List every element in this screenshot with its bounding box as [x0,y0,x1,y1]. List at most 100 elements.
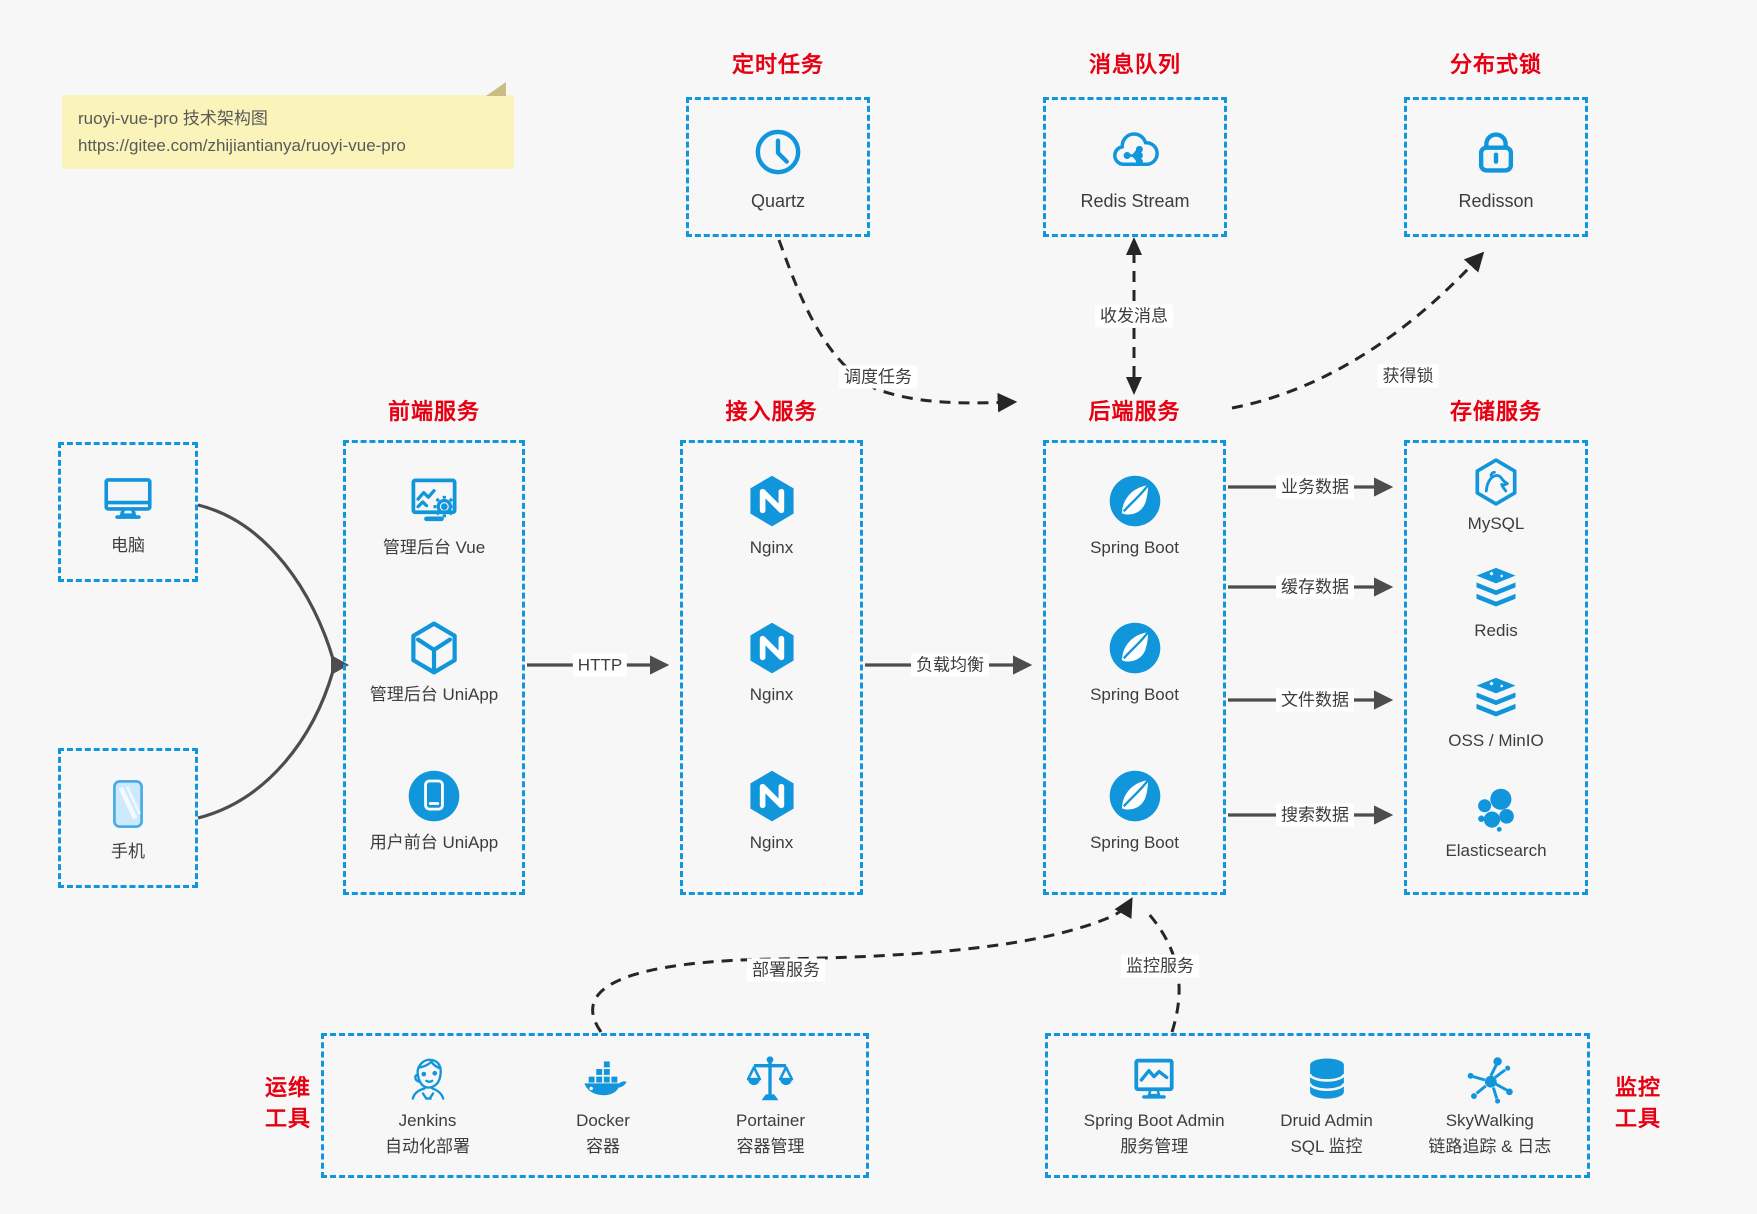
spring-boot-admin-label: Spring Boot Admin [1083,1110,1225,1130]
monitor-edge-label: 监控服务 [1121,954,1199,978]
desktop-icon [99,469,157,527]
sticky-note: ruoyi-vue-pro 技术架构图 https://gitee.com/zh… [62,82,514,169]
group-title-distributed-lock: 分布式锁 [1449,52,1542,77]
nginx-icon [742,766,802,826]
spring-boot-label: Spring Boot [1090,685,1179,704]
docker-icon [576,1053,630,1107]
docker-item: Docker 容器 [576,1053,630,1159]
schedule-task-curve [777,239,1018,413]
admin-uniapp-label: 管理后台 UniApp [369,685,499,704]
ops-tools-title: 运维 工具 [250,1072,326,1134]
docker-label: Docker [576,1110,630,1130]
gateway-column-box: Nginx Nginx Nginx [680,440,863,895]
http-edge-label: HTTP [572,653,628,677]
nginx-label: Nginx [749,833,794,852]
smartphone-icon [99,775,157,833]
group-title-scheduled-tasks: 定时任务 [731,52,824,77]
portainer-item: Portainer 容器管理 [736,1053,805,1159]
portainer-icon [743,1053,797,1107]
note-title: ruoyi-vue-pro 技术架构图 [78,109,268,128]
clock-icon [750,124,806,180]
skywalking-sublabel: 链路追踪 & 日志 [1428,1136,1552,1156]
load-balance-edge-label: 负载均衡 [911,653,989,677]
schedule-edge-label: 调度任务 [839,365,917,389]
column-title-gateway: 接入服务 [725,399,818,424]
spring-icon [1105,766,1165,826]
spring-boot-label: Spring Boot [1090,538,1179,557]
jenkins-sublabel: 自动化部署 [385,1136,470,1156]
quartz-box: Quartz [686,97,870,237]
file-data-edge-label: 文件数据 [1276,688,1354,712]
nginx-icon [742,618,802,678]
druid-icon [1300,1053,1354,1107]
spring-boot-admin-sublabel: 服务管理 [1120,1136,1189,1156]
backend-column-box: Spring Boot Spring Boot Spring Boot [1043,440,1226,895]
portainer-sublabel: 容器管理 [736,1136,805,1156]
redisson-box: Redisson [1404,97,1588,237]
storage-column-box: MySQL Redis [1404,440,1588,895]
quartz-label: Quartz [750,190,806,211]
cache-data-edge-label: 缓存数据 [1276,575,1354,599]
druid-label: Druid Admin [1280,1110,1373,1130]
ops-tools-title-line1: 运维 [264,1075,311,1100]
user-uniapp-label: 用户前台 UniApp [369,833,499,852]
oss-stack-icon [1470,673,1522,725]
business-data-edge-label: 业务数据 [1276,475,1354,499]
redis-label: Redis [1474,621,1518,640]
spring-boot-admin-icon [1127,1053,1181,1107]
monitor-tools-box: Spring Boot Admin 服务管理 Druid Admin SQL 监… [1045,1033,1590,1178]
message-down-arrowhead [1126,377,1142,395]
column-title-storage: 存储服务 [1449,399,1542,424]
skywalking-icon [1463,1053,1517,1107]
monitor-tools-title-line2: 工具 [1614,1106,1661,1131]
note-url: https://gitee.com/zhijiantianya/ruoyi-vu… [78,136,406,155]
redis-stack-icon [1470,563,1522,615]
jenkins-icon [401,1053,455,1107]
portainer-label: Portainer [736,1110,805,1130]
skywalking-item: SkyWalking 链路追踪 & 日志 [1428,1053,1551,1159]
client-merge-arrowhead [331,655,349,675]
desktop-label: 电脑 [111,535,145,555]
spring-boot-admin-item: Spring Boot Admin 服务管理 [1084,1053,1225,1159]
elasticsearch-icon [1470,783,1522,835]
admin-vue-label: 管理后台 Vue [382,538,486,557]
ops-tools-box: Jenkins 自动化部署 Docker 容器 [321,1033,869,1178]
jenkins-item: Jenkins 自动化部署 [385,1053,470,1159]
ops-tools-title-line2: 工具 [264,1106,311,1131]
monitor-tools-title: 监控 工具 [1600,1072,1676,1134]
cloud-stream-icon [1107,124,1163,180]
redis-stream-box: Redis Stream [1043,97,1227,237]
message-edge-label: 收发消息 [1095,304,1173,328]
message-up-arrowhead [1126,237,1142,255]
phone-label: 手机 [111,841,145,861]
docker-sublabel: 容器 [586,1136,620,1156]
search-data-edge-label: 搜索数据 [1276,803,1354,827]
spring-icon [1105,618,1165,678]
phone-to-frontend-curve [197,670,335,820]
group-title-message-queue: 消息队列 [1088,52,1181,77]
redisson-label: Redisson [1458,190,1534,211]
nginx-label: Nginx [749,685,794,704]
monitor-tools-title-line1: 监控 [1614,1075,1661,1100]
skywalking-label: SkyWalking [1445,1110,1534,1130]
redis-stream-label: Redis Stream [1080,190,1190,211]
spring-boot-label: Spring Boot [1090,833,1179,852]
user-app-icon [404,766,464,826]
acquire-lock-edge-label: 获得锁 [1377,364,1439,388]
phone-client-box: 手机 [58,748,198,888]
jenkins-label: Jenkins [398,1110,457,1130]
desktop-to-frontend-curve [197,503,335,660]
uniapp-cube-icon [404,618,464,678]
lock-icon [1468,124,1524,180]
desktop-client-box: 电脑 [58,442,198,582]
admin-vue-icon [404,471,464,531]
druid-item: Druid Admin SQL 监控 [1280,1053,1373,1159]
mysql-label: MySQL [1467,514,1525,533]
mysql-icon [1470,456,1522,508]
column-title-backend: 后端服务 [1088,399,1181,424]
deploy-curve [591,897,1133,1033]
nginx-label: Nginx [749,538,794,557]
oss-minio-label: OSS / MinIO [1448,731,1544,750]
acquire-lock-curve [1231,251,1485,410]
